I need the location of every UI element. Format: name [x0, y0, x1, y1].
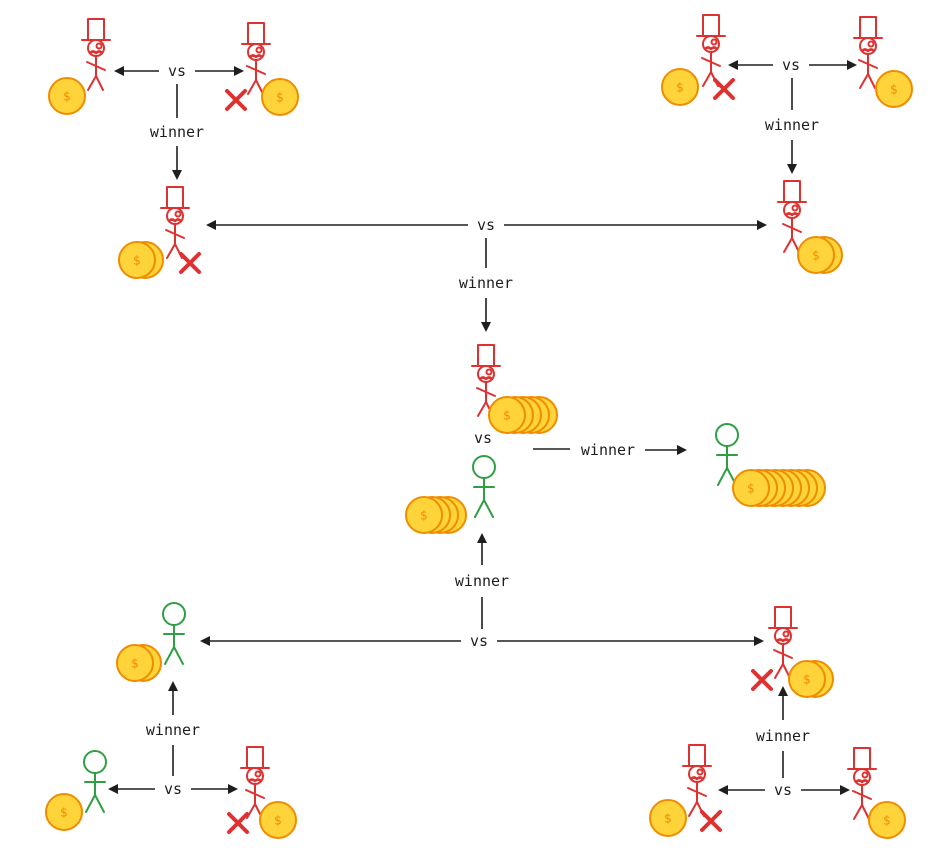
commoner-icon — [83, 750, 107, 813]
rich-man-icon — [160, 186, 190, 259]
winner-label: winner — [765, 116, 819, 134]
svg-text:$: $ — [63, 90, 71, 104]
rich-man-icon — [241, 22, 271, 95]
svg-text:$: $ — [420, 509, 428, 523]
coin-icon: $ — [116, 644, 154, 682]
loser-x-icon — [700, 810, 722, 832]
rich-man-icon — [696, 14, 726, 87]
coin-icon: $ — [661, 68, 699, 106]
coin-stack: $$ — [116, 644, 162, 682]
svg-text:$: $ — [812, 249, 820, 263]
loser-x-icon — [227, 812, 249, 834]
rich-man-icon — [240, 746, 270, 819]
svg-text:$: $ — [664, 812, 672, 826]
commoner-icon — [472, 455, 496, 518]
svg-text:$: $ — [747, 482, 755, 496]
rich-man-icon — [471, 344, 501, 417]
loser-x-icon — [179, 252, 201, 274]
coin-icon: $ — [259, 801, 297, 839]
rich-man-icon — [682, 744, 712, 817]
svg-text:$: $ — [274, 814, 282, 828]
svg-text:$: $ — [276, 91, 284, 105]
svg-text:$: $ — [133, 254, 141, 268]
coin-icon: $ — [45, 793, 83, 831]
coin-stack: $$$$$$$$ — [732, 469, 826, 507]
winner-label: winner — [146, 721, 200, 739]
coin-stack: $$$$ — [405, 496, 467, 534]
vs-label: vs — [470, 632, 488, 650]
coin-icon: $ — [488, 396, 526, 434]
coin-stack: $$$$$ — [488, 396, 558, 434]
rich-man-icon — [853, 16, 883, 89]
svg-text:$: $ — [883, 814, 891, 828]
coin-icon: $ — [261, 78, 299, 116]
loser-x-icon — [225, 89, 247, 111]
label-layer: vs winner vs winner vs winner vs winner vs winner… — [146, 56, 819, 799]
svg-text:$: $ — [676, 81, 684, 95]
rich-man-icon — [847, 747, 877, 820]
svg-text:$: $ — [890, 83, 898, 97]
vs-label: vs — [164, 780, 182, 798]
connector-layer — [108, 60, 857, 795]
vs-label: vs — [782, 56, 800, 74]
coin-icon: $ — [118, 241, 156, 279]
rich-man-icon — [81, 18, 111, 91]
winner-label: winner — [756, 727, 810, 745]
vs-label: vs — [477, 216, 495, 234]
winner-label: winner — [581, 441, 635, 459]
vs-label: vs — [474, 429, 492, 447]
coin-icon: $ — [405, 496, 443, 534]
vs-label: vs — [774, 781, 792, 799]
figure-layer: $$$$$$$$$$$$$$$$$$$$$$$$$$$$$$$$$ — [45, 14, 913, 839]
vs-label: vs — [168, 62, 186, 80]
coin-stack: $$ — [788, 660, 834, 698]
commoner-icon — [162, 602, 186, 665]
loser-x-icon — [751, 669, 773, 691]
winner-label: winner — [459, 274, 513, 292]
coin-icon: $ — [649, 799, 687, 837]
coin-icon: $ — [788, 660, 826, 698]
coin-icon: $ — [797, 236, 835, 274]
coin-icon: $ — [732, 469, 770, 507]
coin-stack: $$ — [797, 236, 843, 274]
svg-text:$: $ — [60, 806, 68, 820]
coin-icon: $ — [868, 801, 906, 839]
coin-icon: $ — [875, 70, 913, 108]
svg-text:$: $ — [803, 673, 811, 687]
loser-x-icon — [713, 78, 735, 100]
commoner-icon — [715, 423, 739, 486]
winner-label: winner — [150, 123, 204, 141]
svg-text:$: $ — [503, 409, 511, 423]
svg-text:$: $ — [131, 657, 139, 671]
rich-man-icon — [777, 180, 807, 253]
winner-label: winner — [455, 572, 509, 590]
coin-icon: $ — [48, 77, 86, 115]
coin-stack: $$ — [118, 241, 164, 279]
